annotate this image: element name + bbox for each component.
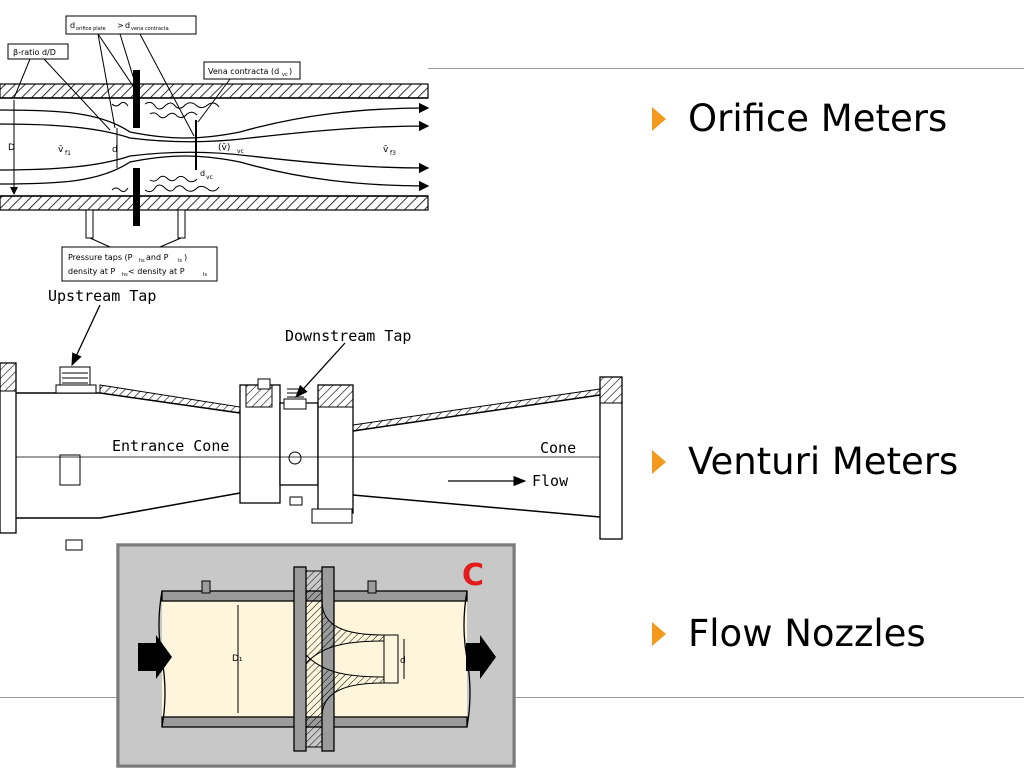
label-taps-line1: Pressure taps (P	[68, 253, 133, 262]
label-vvc: (v̄)	[218, 143, 230, 153]
bullet-venturi-meters: Venturi Meters	[652, 440, 958, 483]
label-taps-line2-sub1: hs	[122, 272, 128, 278]
label-D1: D₁	[232, 654, 243, 664]
label-taps-line1-sub1: hs	[139, 258, 145, 264]
bullet-label: Venturi Meters	[688, 440, 959, 483]
label-beta: β-ratio d/D	[13, 48, 56, 57]
label-vvc-sub: vc	[237, 148, 244, 155]
label-taps-line1-sub2: ls	[178, 258, 182, 264]
bottom-rule-right	[516, 697, 1024, 698]
label-upstream-tap: Upstream Tap	[48, 287, 156, 305]
label-v3: v̄	[383, 145, 389, 155]
bullet-arrow-icon	[652, 449, 666, 474]
bullet-label: Flow Nozzles	[688, 612, 926, 655]
label-vena-close: )	[289, 67, 292, 76]
label-taps-line1-end: )	[184, 253, 187, 262]
label-D: D	[8, 143, 15, 153]
venturi-meter-diagram: Upstream Tap Downstream Tap Entrance Con…	[0, 287, 623, 551]
label-taps-line2: density at P	[68, 267, 115, 276]
top-rule	[428, 68, 1024, 69]
label-v1-sub: f1	[65, 150, 71, 157]
label-dvc: d	[200, 169, 205, 178]
label-downstream-tap: Downstream Tap	[285, 327, 411, 345]
orifice-meter-diagram: D d v̄ f1 (v̄) vc d vc v̄ f3 d orifice p…	[0, 15, 430, 282]
bullet-label: Orifice Meters	[688, 97, 948, 140]
label-v3-sub: f3	[390, 150, 396, 157]
label-d: d	[112, 145, 118, 155]
label-entrance-cone: Entrance Cone	[112, 437, 229, 455]
bottom-rule-left	[0, 697, 118, 698]
label-d-orifice: d	[70, 21, 75, 30]
label-vena: Vena contracta (d	[208, 67, 279, 76]
label-taps-line2-mid: < density at P	[128, 267, 185, 276]
label-nozzle-d: d	[400, 656, 406, 666]
label-taps-line1-mid: and P	[146, 253, 169, 262]
label-taps-line2-sub2: ls	[203, 272, 207, 278]
label-flow: Flow	[532, 472, 569, 490]
label-dvc-sub: vc	[206, 174, 213, 181]
label-cone: Cone	[540, 439, 576, 457]
bullet-flow-nozzles: Flow Nozzles	[652, 612, 926, 655]
bullet-arrow-icon	[652, 106, 666, 131]
label-gt: >	[117, 21, 124, 30]
label-vena-sub: vc	[282, 72, 288, 78]
flow-nozzle-diagram: D₁ d C	[116, 543, 516, 768]
nozzle-letter: C	[462, 558, 484, 593]
bullet-orifice-meters: Orifice Meters	[652, 97, 947, 140]
label-d-vena-sub: vena contracta	[131, 26, 169, 32]
bullet-arrow-icon	[652, 621, 666, 646]
label-d-vena: d	[125, 21, 130, 30]
label-v1: v̄	[58, 145, 64, 155]
label-d-orifice-sub: orifice plate	[76, 26, 106, 32]
